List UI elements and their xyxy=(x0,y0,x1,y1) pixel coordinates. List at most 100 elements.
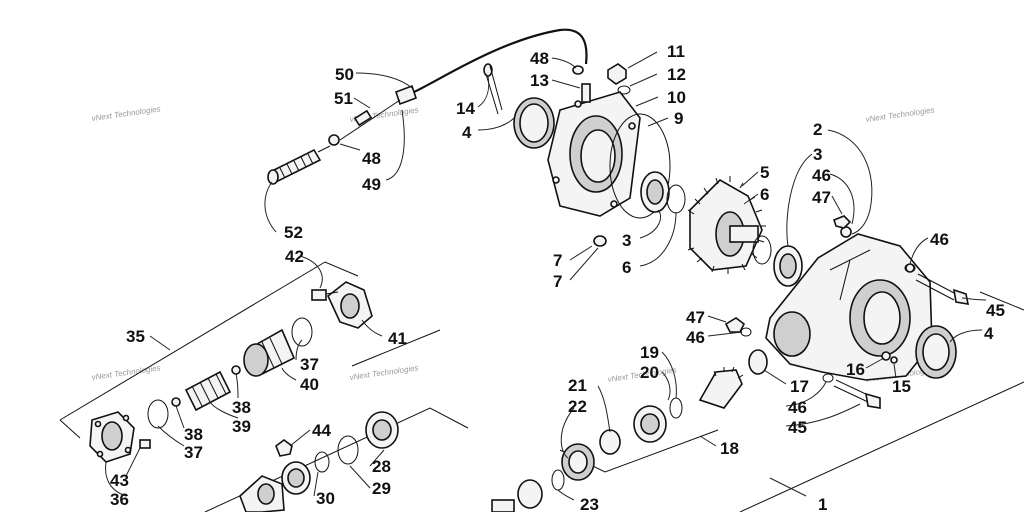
nut-8 xyxy=(593,235,607,247)
bearing-3-right xyxy=(773,245,803,287)
callout-7: 7 xyxy=(553,272,562,291)
callout-45-right: 45 xyxy=(986,301,1005,320)
bolt-45-upper xyxy=(915,273,970,305)
callout-29: 29 xyxy=(372,479,391,498)
pinion-gear-17 xyxy=(698,366,744,409)
callout-4-right: 4 xyxy=(984,324,994,343)
frame-1 xyxy=(739,381,1024,513)
bolt-42 xyxy=(311,289,339,301)
clip-37-lower xyxy=(147,399,169,429)
yoke-lower xyxy=(239,475,285,513)
snap-ring-9 xyxy=(609,113,671,219)
bearing-30-inner xyxy=(281,461,311,495)
callout-46-right: 46 xyxy=(930,230,949,249)
washer-46-bottom xyxy=(822,373,834,383)
spacer-21 xyxy=(599,429,621,455)
seal-4-upper xyxy=(513,97,555,149)
callout-6-lower: 6 xyxy=(622,258,631,277)
plug-11 xyxy=(607,63,627,85)
shim-6-right xyxy=(752,235,772,265)
nut-47-upper xyxy=(833,215,852,229)
callout-21: 21 xyxy=(568,376,587,395)
callout-15: 15 xyxy=(892,377,911,396)
callout-6-upper: 6 xyxy=(760,185,769,204)
callout-46-top: 46 xyxy=(812,166,831,185)
callout-47-mid: 47 xyxy=(686,308,705,327)
callout-1: 1 xyxy=(818,495,827,512)
cable xyxy=(413,28,588,93)
clip-29 xyxy=(337,435,359,465)
callout-44: 44 xyxy=(312,421,331,440)
assembly-frames xyxy=(59,261,1024,513)
callout-labels: 50 51 48 49 52 42 14 4 48 13 11 12 10 9 … xyxy=(110,42,1005,514)
shim-20 xyxy=(669,397,683,419)
callout-30: 30 xyxy=(316,489,335,508)
callout-42: 42 xyxy=(285,247,304,266)
callout-23: 23 xyxy=(580,495,599,512)
bearing-28 xyxy=(365,411,399,449)
bearing-3-upper xyxy=(640,171,670,213)
leader-lines xyxy=(105,51,987,501)
flange-36 xyxy=(89,411,135,463)
frame-35-edge xyxy=(59,419,81,439)
shim-6-upper xyxy=(666,184,686,214)
callout-9: 9 xyxy=(674,109,683,128)
cable-end-fitting xyxy=(394,84,418,106)
clip-37-upper xyxy=(291,317,313,347)
callout-20: 20 xyxy=(640,363,659,382)
callout-37-upper: 37 xyxy=(300,355,319,374)
ball-38-upper xyxy=(231,365,241,375)
callout-22: 22 xyxy=(568,397,587,416)
callout-3-right: 3 xyxy=(813,145,822,164)
vent-13 xyxy=(581,83,591,103)
callout-13: 13 xyxy=(530,71,549,90)
callout-39: 39 xyxy=(232,417,251,436)
collar xyxy=(748,349,768,375)
pin-48 xyxy=(328,134,340,146)
callout-46-low: 46 xyxy=(788,398,807,417)
frame-35 xyxy=(59,261,359,421)
washer-46-lower xyxy=(740,327,752,337)
callout-48-left: 48 xyxy=(362,149,381,168)
ball-16 xyxy=(890,356,898,364)
bearing-19 xyxy=(633,405,667,443)
callout-51: 51 xyxy=(334,89,353,108)
left-assembly-35 xyxy=(89,281,373,463)
callout-40: 40 xyxy=(300,375,319,394)
ring-23 xyxy=(551,469,565,491)
callout-46-mid: 46 xyxy=(686,328,705,347)
callout-36: 36 xyxy=(110,490,129,509)
callout-14: 14 xyxy=(456,99,475,118)
callout-38-upper: 38 xyxy=(232,398,251,417)
callout-5: 5 xyxy=(760,163,769,182)
nut-47-lower xyxy=(724,317,746,333)
callout-37-lower: 37 xyxy=(184,443,203,462)
splined-shaft-39 xyxy=(184,370,232,412)
callout-10: 10 xyxy=(667,88,686,107)
callout-11: 11 xyxy=(667,42,685,61)
rubber-boot xyxy=(267,145,331,185)
washer-30 xyxy=(314,451,330,473)
frame-35-right xyxy=(351,329,441,367)
callout-17: 17 xyxy=(790,377,809,396)
seal-22 xyxy=(561,443,595,481)
callout-48-top: 48 xyxy=(530,49,549,68)
callout-41: 41 xyxy=(388,329,407,348)
callout-49: 50 xyxy=(335,65,354,84)
bolt-43 xyxy=(139,439,151,449)
watermark: vNext Technologies xyxy=(91,104,161,123)
callout-8: 7 xyxy=(553,251,562,270)
pinion-assembly-18 xyxy=(561,349,768,481)
callout-19: 19 xyxy=(640,343,659,362)
callout-52: 52 xyxy=(284,223,303,242)
callout-12: 12 xyxy=(667,65,686,84)
seal-4-right xyxy=(915,325,957,379)
clevis xyxy=(353,109,373,127)
frame-lower xyxy=(204,407,469,513)
washer-12 xyxy=(617,85,631,95)
flange-41 xyxy=(327,281,373,329)
watermark: vNext Technologies xyxy=(349,363,419,382)
callout-47-top: 47 xyxy=(812,188,831,207)
